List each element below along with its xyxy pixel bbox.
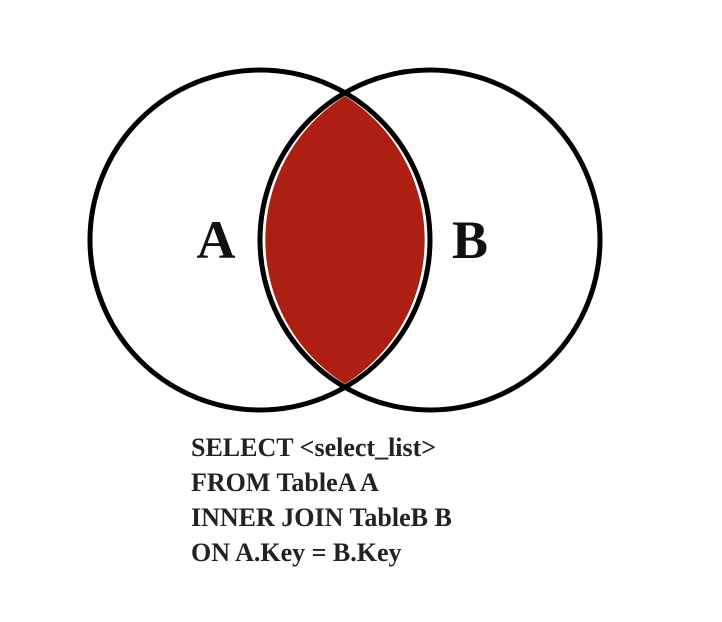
sql-line-select: SELECT <select_list>: [191, 433, 437, 462]
sql-line-on: ON A.Key = B.Key: [191, 538, 402, 567]
set-a-circle: [87, 67, 433, 413]
sql-line-from: FROM TableA A: [191, 468, 379, 497]
set-b-circle: [257, 67, 603, 413]
set-b-label: B: [452, 210, 488, 270]
sql-query: SELECT <select_list> FROM TableA A INNER…: [191, 430, 452, 570]
sql-line-inner-join: INNER JOIN TableB B: [191, 503, 452, 532]
set-a-label: A: [197, 210, 236, 270]
intersection-region: [265, 96, 425, 384]
